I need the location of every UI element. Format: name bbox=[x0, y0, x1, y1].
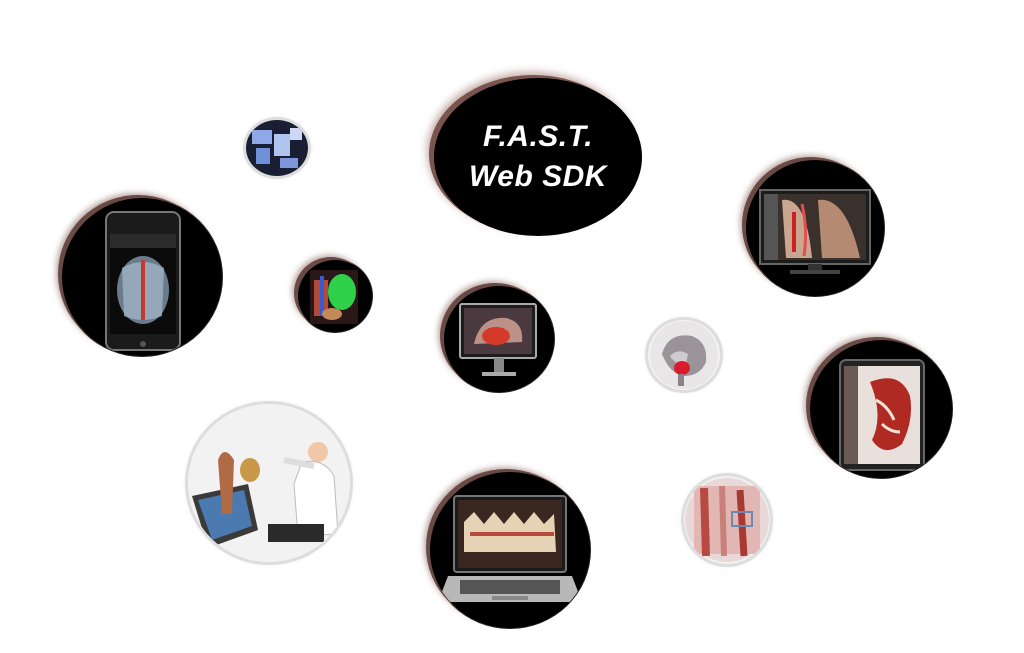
desktop-monitor-skull-bubble[interactable] bbox=[444, 286, 554, 392]
vessel-render-bubble[interactable] bbox=[684, 476, 770, 564]
monitor-icon bbox=[759, 189, 871, 274]
scan-thumbnail-icon bbox=[246, 120, 308, 176]
doctor-touch-table-bubble[interactable] bbox=[188, 404, 350, 562]
tablet-icon bbox=[839, 359, 925, 471]
laptop-icon bbox=[438, 495, 582, 602]
organ-render-icon bbox=[310, 270, 358, 324]
laptop-dental-bubble[interactable] bbox=[430, 472, 590, 628]
title-line-1: F.A.S.T. bbox=[482, 120, 594, 153]
tablet-kidney-bubble[interactable] bbox=[810, 340, 952, 478]
smartphone-icon bbox=[105, 211, 181, 351]
anatomy-green-organ-bubble[interactable] bbox=[298, 260, 372, 332]
monitor-icon bbox=[459, 303, 537, 376]
skull-3d-bubble[interactable] bbox=[648, 320, 720, 390]
widescreen-spine-bubble[interactable] bbox=[746, 160, 884, 296]
vessel-render-icon bbox=[685, 478, 769, 562]
title-line-2: Web SDK bbox=[469, 160, 607, 193]
title-bubble: F.A.S.T. Web SDK bbox=[434, 78, 642, 236]
smartphone-chest-xray-bubble[interactable] bbox=[62, 198, 222, 356]
small-blue-scan-bubble[interactable] bbox=[246, 120, 308, 176]
skull-render-icon bbox=[650, 321, 718, 389]
doctor-icon bbox=[188, 404, 350, 562]
